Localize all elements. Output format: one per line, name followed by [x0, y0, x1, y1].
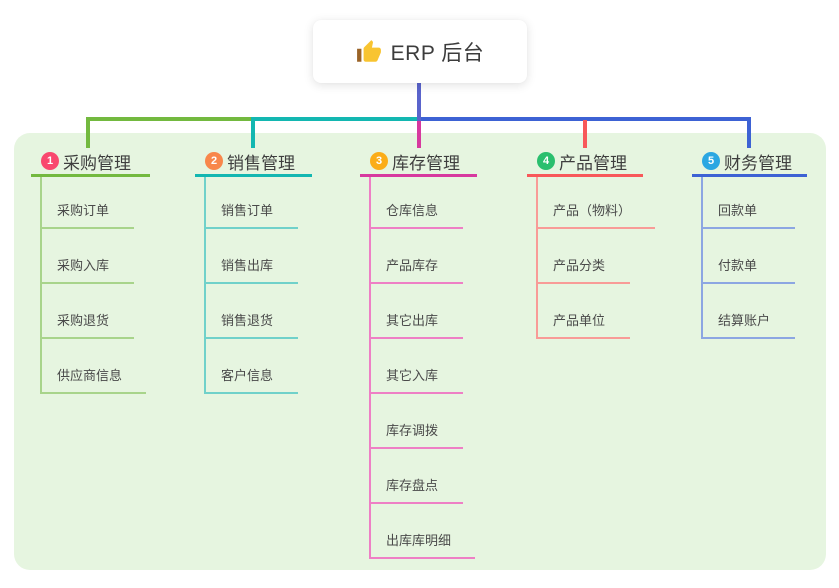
- connector-drop-purchase: [86, 117, 90, 148]
- connector-drop-product: [583, 120, 587, 148]
- tree-item[interactable]: 销售退货: [206, 284, 298, 339]
- tree-item[interactable]: 销售出库: [206, 229, 298, 284]
- branch-heading-label: 采购管理: [63, 153, 131, 173]
- branch-heading-label: 库存管理: [392, 153, 460, 173]
- connector-segment-finance: [419, 117, 751, 121]
- tree-item[interactable]: 供应商信息: [42, 339, 147, 394]
- tree-item[interactable]: 结算账户: [703, 284, 795, 339]
- branch-finance-children: 回款单 付款单 结算账户: [701, 177, 795, 339]
- tree-item[interactable]: 库存调拨: [371, 394, 463, 449]
- branch-heading-label: 财务管理: [724, 153, 792, 173]
- branch-product-heading[interactable]: 4 产品管理: [527, 148, 643, 177]
- tree-item[interactable]: 仓库信息: [371, 177, 463, 229]
- branch-purchase-heading[interactable]: 1 采购管理: [31, 148, 150, 177]
- branch-heading-label: 产品管理: [559, 153, 627, 173]
- tree-item[interactable]: 客户信息: [206, 339, 298, 394]
- branch-heading-label: 销售管理: [227, 153, 295, 173]
- root-node-label: ERP 后台: [390, 41, 485, 65]
- tree-item[interactable]: 回款单: [703, 177, 795, 229]
- connector-root-stub: [417, 83, 421, 121]
- connector-drop-sales: [251, 117, 255, 148]
- branch-product-children: 产品（物料） 产品分类 产品单位: [536, 177, 656, 339]
- branch-finance-heading[interactable]: 5 财务管理: [692, 148, 807, 177]
- tree-item[interactable]: 产品分类: [538, 229, 630, 284]
- branch-index-badge: 2: [205, 152, 223, 170]
- tree-item[interactable]: 付款单: [703, 229, 795, 284]
- connector-segment-purchase: [86, 117, 255, 121]
- tree-item[interactable]: 出库库明细: [371, 504, 476, 559]
- branch-sales-children: 销售订单 销售出库 销售退货 客户信息: [204, 177, 298, 394]
- tree-item[interactable]: 采购订单: [42, 177, 134, 229]
- branch-index-badge: 1: [41, 152, 59, 170]
- tree-item[interactable]: 采购入库: [42, 229, 134, 284]
- connector-segment-sales: [251, 117, 421, 121]
- branch-index-badge: 5: [702, 152, 720, 170]
- tree-item[interactable]: 销售订单: [206, 177, 298, 229]
- tree-item[interactable]: 产品（物料）: [538, 177, 656, 229]
- tree-item[interactable]: 其它出库: [371, 284, 463, 339]
- tree-item[interactable]: 其它入库: [371, 339, 463, 394]
- tree-item[interactable]: 产品库存: [371, 229, 463, 284]
- branch-inventory-heading[interactable]: 3 库存管理: [360, 148, 477, 177]
- connector-drop-finance: [747, 117, 751, 148]
- branch-inventory-children: 仓库信息 产品库存 其它出库 其它入库 库存调拨 库存盘点 出库库明细: [369, 177, 476, 559]
- root-node[interactable]: ERP 后台: [313, 20, 527, 83]
- connector-drop-inventory: [417, 120, 421, 148]
- tree-item[interactable]: 采购退货: [42, 284, 134, 339]
- branch-purchase-children: 采购订单 采购入库 采购退货 供应商信息: [40, 177, 147, 394]
- thumbs-up-icon: [356, 39, 382, 65]
- branch-index-badge: 3: [370, 152, 388, 170]
- tree-item[interactable]: 库存盘点: [371, 449, 463, 504]
- tree-item[interactable]: 产品单位: [538, 284, 630, 339]
- branches-panel: [14, 133, 826, 570]
- branch-sales-heading[interactable]: 2 销售管理: [195, 148, 312, 177]
- branch-index-badge: 4: [537, 152, 555, 170]
